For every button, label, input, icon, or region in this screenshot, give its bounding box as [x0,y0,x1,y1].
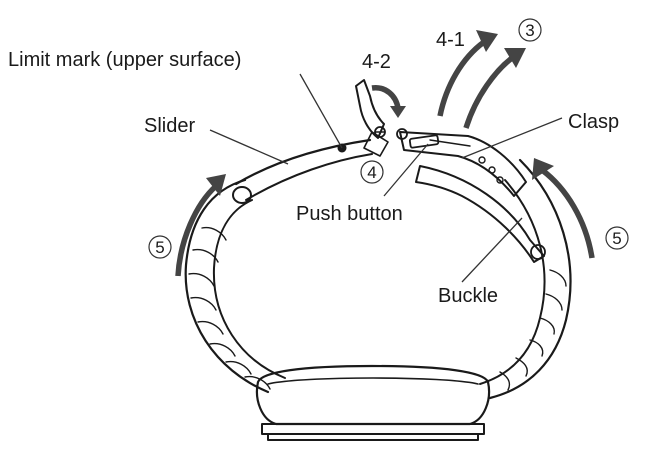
push-button-shape [408,134,440,149]
arrow-3 [463,55,514,129]
step-5-left-circle [148,235,172,259]
bracelet-links-left [188,226,271,390]
clasp-assembly [355,79,546,263]
buckle-pin [530,244,546,260]
labels: Limit mark (upper surface) Slider Clasp … [8,49,619,307]
arrow-5-left [175,183,218,277]
arrow-head-3 [504,48,526,68]
arrow-4-2 [371,85,401,109]
label-slider: Slider [144,115,195,137]
label-limit-mark: Limit mark (upper surface) [8,49,241,71]
leader-clasp [461,117,563,159]
leader-buckle [461,217,523,283]
step-5-right: 5 [612,229,621,248]
arrow-head-4-2 [390,106,406,118]
step-markers: 4-1 4-2 3 4 5 5 [148,18,629,259]
clasp-hole [488,166,496,174]
step-4: 4 [367,163,376,182]
step-3: 3 [525,21,534,40]
leader-push-button [383,143,429,197]
leader-slider [209,129,289,165]
step-4-circle [360,160,384,184]
arrow-head-5-left [206,174,226,196]
step-4-1: 4-1 [436,29,465,51]
bracelet-band [184,138,572,400]
watch-case [255,364,491,441]
step-4-2: 4-2 [362,51,391,73]
arrow-4-1 [437,39,486,117]
label-push-button: Push button [296,203,403,225]
slider-pin [232,186,252,204]
step-3-circle [518,18,542,42]
step-5-right-circle [605,226,629,250]
arrow-head-5-right [532,158,554,180]
leader-lines [209,73,563,283]
label-buckle: Buckle [438,285,498,307]
bracelet-links-right [499,269,567,391]
arrow-head-4-1 [476,30,498,52]
direction-arrows [175,30,595,277]
clasp-hole [496,176,504,184]
leader-limit-mark [299,73,343,149]
step-5-left: 5 [155,238,164,257]
label-clasp: Clasp [568,111,619,133]
arrow-5-right [540,167,595,259]
clasp-hole [478,156,486,164]
